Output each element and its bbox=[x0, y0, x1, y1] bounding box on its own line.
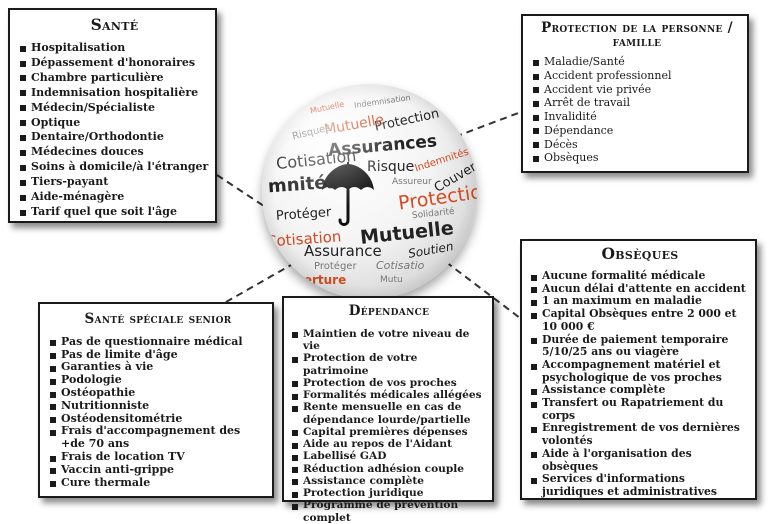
list-item: Obsèques bbox=[533, 151, 741, 165]
list-item: Optique bbox=[20, 116, 209, 131]
senior-title: Santé spéciale senior bbox=[84, 311, 232, 327]
list-item: Capital Obsèques entre 2 000 et 10 000 € bbox=[531, 307, 749, 333]
globe-word: Risques bbox=[291, 122, 332, 143]
list-item: Invalidité bbox=[533, 110, 741, 124]
list-item: Réduction adhésion couple bbox=[292, 463, 486, 475]
globe-word: Indemnisation bbox=[353, 93, 412, 110]
list-item: Hospitalisation bbox=[20, 41, 209, 56]
list-item: Chambre particulière bbox=[20, 71, 209, 86]
globe-word: Protéger bbox=[314, 261, 357, 272]
globe-word: Mutu bbox=[380, 275, 403, 285]
list-item: Protection juridique bbox=[292, 487, 486, 499]
globe-word: Assurance bbox=[304, 242, 382, 260]
list-item: Formalités médicales allégées bbox=[292, 389, 486, 401]
obseques-box: Obsèques Aucune formalité médicale Aucun… bbox=[520, 239, 757, 500]
protection-title: Protection de la personne / famille bbox=[541, 20, 733, 51]
list-item: Assistance complète bbox=[531, 384, 749, 397]
list-item: Frais de location TV bbox=[50, 450, 266, 464]
sante-list: Hospitalisation Dépassement d'honoraires… bbox=[20, 41, 209, 220]
list-item: Aucun délai d'attente en accident bbox=[531, 282, 749, 296]
list-item: Protection de votre patrimoine bbox=[292, 352, 486, 377]
senior-box: Santé spéciale senior Pas de questionnai… bbox=[38, 302, 274, 498]
list-item: Ostéopathie bbox=[50, 386, 266, 400]
list-item: Pas de limite d'âge bbox=[50, 348, 266, 362]
list-item: Aide au repos de l'Aidant bbox=[292, 438, 486, 450]
list-item: Médecin/Spécialiste bbox=[20, 101, 209, 116]
list-item: Accident professionnel bbox=[533, 69, 741, 83]
umbrella-icon bbox=[322, 162, 374, 226]
list-item: Accident vie privée bbox=[533, 83, 741, 97]
globe-word: Cotisatio bbox=[376, 259, 425, 272]
list-item: Garanties à vie bbox=[50, 361, 266, 374]
list-item: Médecines douces bbox=[20, 145, 209, 160]
insurance-word-globe: Mutuelle Indemnisation Protection Mutuel… bbox=[262, 84, 477, 299]
list-item: Tarif quel que soit l'âge bbox=[20, 205, 209, 220]
list-item: Accompagnement matériel et psychologique… bbox=[531, 358, 749, 384]
obseques-list: Aucune formalité médicale Aucun délai d'… bbox=[531, 269, 749, 499]
list-item: Dépassement d'honoraires bbox=[20, 56, 209, 71]
list-item: Maladie/Santé bbox=[533, 55, 741, 69]
list-item: Tiers-payant bbox=[20, 175, 209, 190]
globe-word: Assureur bbox=[392, 177, 432, 187]
list-item: Protection de vos proches bbox=[292, 377, 486, 389]
list-item: Assistance complète bbox=[292, 475, 486, 487]
list-item: Cure thermale bbox=[50, 476, 266, 490]
list-item: Nutritionniste bbox=[50, 399, 266, 413]
list-item: Dentaire/Orthodontie bbox=[20, 130, 209, 145]
list-item: Capital premières dépenses bbox=[292, 426, 486, 438]
list-item: Décès bbox=[533, 138, 741, 152]
list-item: Maintien de votre niveau de vie bbox=[292, 328, 486, 353]
list-item: Enregistrement de vos dernières volontés bbox=[531, 422, 749, 447]
list-item: Labellisé GAD bbox=[292, 450, 486, 462]
obseques-title: Obsèques bbox=[601, 244, 679, 263]
dependance-title: Dépendance bbox=[348, 303, 430, 319]
list-item: Vaccin anti-grippe bbox=[50, 463, 266, 477]
list-item: Durée de paiement temporaire 5/10/25 ans… bbox=[531, 333, 749, 359]
list-item: Transfert ou Rapatriement du corps bbox=[531, 396, 749, 422]
list-item: Arrêt de travail bbox=[533, 96, 741, 110]
protection-box: Protection de la personne / famille Mala… bbox=[521, 14, 749, 173]
list-item: Rente mensuelle en cas de dépendance lou… bbox=[292, 401, 486, 426]
list-item: Aide-ménagère bbox=[20, 190, 209, 205]
list-item: Aucune formalité médicale bbox=[531, 269, 749, 283]
list-item: Ostéodensitométrie bbox=[50, 412, 266, 426]
protection-list: Maladie/Santé Accident professionnel Acc… bbox=[533, 55, 741, 165]
sante-box: Santé Hospitalisation Dépassement d'hono… bbox=[8, 8, 217, 223]
list-item: Indemnisation hospitalière bbox=[20, 86, 209, 101]
list-item: Podologie bbox=[50, 373, 266, 387]
list-item: Frais d'accompagnement des +de 70 ans bbox=[50, 425, 266, 451]
sante-title: Santé bbox=[90, 15, 139, 34]
list-item: Pas de questionnaire médical bbox=[50, 335, 266, 349]
list-item: 1 an maximum en maladie bbox=[531, 295, 749, 308]
dependance-box: Dépendance Maintien de votre niveau de v… bbox=[282, 296, 494, 524]
globe-word: verture bbox=[296, 273, 347, 287]
list-item: Soins à domicile/à l'étranger bbox=[20, 160, 209, 175]
dependance-list: Maintien de votre niveau de vie Protecti… bbox=[292, 328, 486, 524]
senior-list: Pas de questionnaire médical Pas de limi… bbox=[50, 335, 266, 490]
list-item: Services d'informations juridiques et ad… bbox=[531, 472, 749, 498]
list-item: Aide à l'organisation des obsèques bbox=[531, 447, 749, 473]
globe-word: Mutuelle bbox=[309, 99, 345, 116]
list-item: Dépendance bbox=[533, 124, 741, 138]
